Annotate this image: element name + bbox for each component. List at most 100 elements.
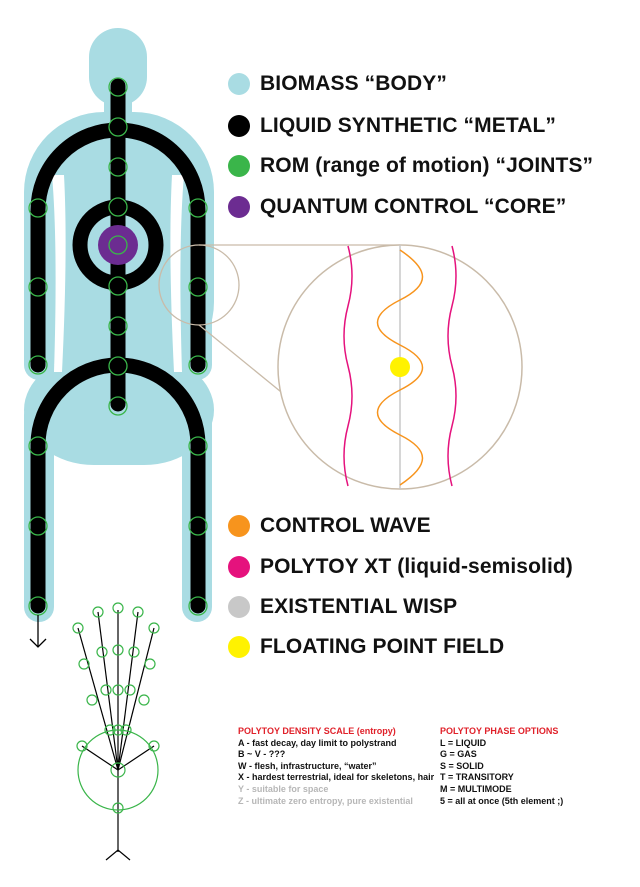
floating-point-field (390, 357, 410, 377)
arm-gaps (52, 175, 184, 372)
metal-core-ring (72, 199, 164, 291)
joint (112, 602, 124, 614)
legend-item-floating-point: FLOATING POINT FIELD (228, 633, 504, 661)
legend-label: LIQUID SYNTHETIC “METAL” (260, 114, 556, 137)
joint (108, 117, 128, 137)
joint (112, 802, 124, 814)
joint (104, 724, 116, 736)
legend-item-polytoy: POLYTOY XT (liquid-semisolid) (228, 553, 573, 581)
legend-item-metal: LIQUID SYNTHETIC “METAL” (228, 112, 556, 140)
joint (96, 646, 108, 658)
legend-dot (228, 515, 250, 537)
legend-item-body: BIOMASS “BODY” (228, 70, 447, 98)
joint (28, 436, 48, 456)
joint (76, 740, 88, 752)
phase-item: G = GAS (440, 749, 477, 760)
legend-label: FLOATING POINT FIELD (260, 635, 505, 658)
density-item: Y - suitable for space (238, 783, 329, 794)
legend-label: QUANTUM CONTROL “CORE” (260, 195, 567, 218)
metal-legs-arch (30, 357, 206, 614)
joint (132, 606, 144, 618)
joint (28, 355, 48, 375)
joint (28, 277, 48, 297)
phase-item: S = SOLID (440, 760, 484, 771)
down-arrow-icon (29, 615, 47, 648)
joint (120, 724, 132, 736)
joint (188, 436, 208, 456)
legend-dot (228, 196, 250, 218)
joint (92, 606, 104, 618)
metal-arms-arch (30, 122, 206, 373)
phase-item: L = LIQUID (440, 737, 487, 748)
legend-item-control-wave: CONTROL WAVE (228, 512, 431, 540)
density-item: B ~ V - ??? (238, 749, 286, 760)
left-arm-gap (52, 175, 66, 372)
density-item: A - fast decay, day limit to polystrand (238, 737, 397, 748)
density-scale-heading: POLYTOY DENSITY SCALE (entropy) (238, 726, 396, 736)
joint (108, 316, 128, 336)
density-scale: POLYTOY DENSITY SCALE (entropy) A - fast… (238, 726, 434, 807)
joint (188, 596, 208, 616)
joint (86, 694, 98, 706)
joint (78, 658, 90, 670)
magnifier (158, 244, 523, 490)
joint (108, 157, 128, 177)
phase-options: POLYTOY PHASE OPTIONS L = LIQUID G = GAS… (440, 726, 563, 807)
joint (188, 355, 208, 375)
phase-options-heading: POLYTOY PHASE OPTIONS (440, 726, 559, 736)
joint (188, 277, 208, 297)
legend-item-core: QUANTUM CONTROL “CORE” (228, 193, 566, 221)
joint (100, 684, 112, 696)
phase-item: M = MULTIMODE (440, 783, 512, 794)
legend-label: CONTROL WAVE (260, 514, 431, 537)
legend-dot (228, 556, 250, 578)
control-wave (376, 249, 424, 486)
joint (148, 622, 160, 634)
joint (144, 658, 156, 670)
joint (72, 622, 84, 634)
legend-label: EXISTENTIAL WISP (260, 595, 458, 618)
legend-label: POLYTOY XT (liquid-semisolid) (260, 555, 573, 578)
joint (28, 516, 48, 536)
legend-dot (228, 115, 250, 137)
joint (112, 724, 124, 736)
body-head (89, 28, 147, 106)
joint (188, 516, 208, 536)
legend-item-joints: ROM (range of motion) “JOINTS” (228, 152, 593, 180)
joint (108, 197, 128, 217)
legend-label: BIOMASS “BODY” (260, 72, 447, 95)
joint (108, 77, 128, 97)
hand-joints (72, 602, 160, 814)
density-item: Z - ultimate zero entropy, pure existent… (238, 795, 413, 806)
legend-dot (228, 73, 250, 95)
joint (108, 235, 128, 255)
joint (124, 684, 136, 696)
joint (108, 396, 128, 416)
density-item: X - hardest terrestrial, ideal for skele… (238, 772, 435, 783)
joint (188, 198, 208, 218)
joint (128, 646, 140, 658)
legend-label: ROM (range of motion) “JOINTS” (260, 154, 594, 177)
joint (148, 740, 160, 752)
joint (28, 198, 48, 218)
phase-item: T = TRANSITORY (440, 772, 514, 783)
joint (108, 356, 128, 376)
quantum-core (98, 225, 138, 265)
joint (112, 684, 124, 696)
joint (112, 644, 124, 656)
hand-skeleton (77, 610, 155, 861)
legend-dot (228, 596, 250, 618)
joint (108, 276, 128, 296)
joint (110, 762, 126, 778)
legend-dot (228, 636, 250, 658)
right-arm-gap (170, 175, 184, 372)
liquid-metal-skeleton (30, 78, 206, 614)
polytoy-strand-left (343, 245, 353, 487)
legend-dot (228, 155, 250, 177)
density-item: W - flesh, infrastructure, “water” (238, 760, 377, 771)
polytoy-strand-right (447, 245, 457, 487)
palm-circle (77, 729, 159, 811)
legend-item-wisp: EXISTENTIAL WISP (228, 593, 457, 621)
rom-joints (28, 77, 208, 616)
